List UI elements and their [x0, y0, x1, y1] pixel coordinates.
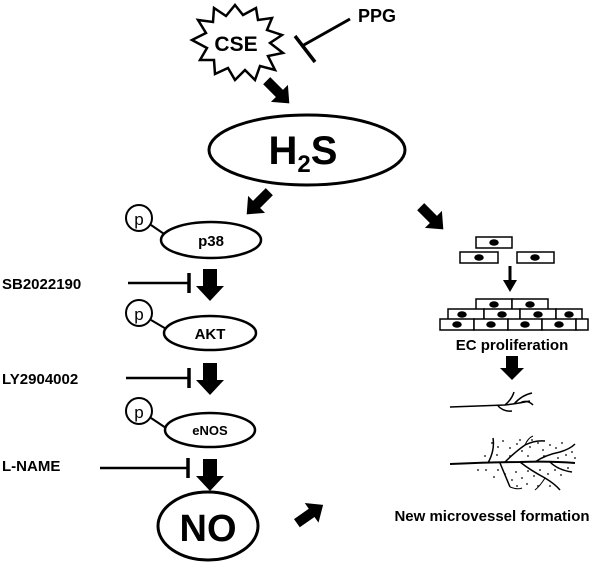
ppg-inhibition-line [301, 17, 351, 48]
enos-phospho-circle [125, 397, 153, 425]
p38-phospho-label: p [134, 210, 143, 229]
microvessel-stipple [477, 439, 576, 487]
p38-label: p38 [198, 233, 224, 250]
akt-ellipse [162, 314, 258, 352]
arrow-h2s-to-ec [417, 203, 444, 230]
ec-proliferation-label: EC proliferation [456, 337, 569, 354]
h2s-ellipse [207, 113, 407, 187]
h2s-label: H2S [269, 129, 338, 178]
sb-inhibitor-label: SB2022190 [2, 276, 81, 293]
proliferated-ec-cells [439, 298, 589, 331]
akt-phospho-label: p [134, 305, 143, 324]
arrow-ec-to-sprout [500, 356, 524, 380]
enos-phospho-label: p [134, 403, 143, 422]
scattered-ec-cells [459, 236, 555, 264]
enos-ellipse [163, 411, 257, 449]
enos-phospho-link [150, 417, 167, 429]
p38-phospho-circle [125, 204, 153, 232]
ppg-inhibition-bar [293, 34, 317, 64]
no-label: NO [180, 508, 237, 550]
ppg-label: PPG [358, 6, 396, 26]
vessel-sprout [449, 391, 534, 412]
arrow-akt-to-enos [196, 363, 224, 395]
arrow-no-to-vessel [294, 503, 324, 528]
enos-label: eNOS [192, 423, 228, 438]
ly-inhibitor-label: LY2904002 [2, 371, 78, 388]
p38-ellipse [159, 220, 263, 260]
starburst-shape [189, 3, 286, 83]
lname-inhibitor-label: L-NAME [2, 458, 60, 475]
akt-phospho-circle [125, 299, 153, 327]
arrow-cse-to-h2s [263, 77, 290, 104]
cse-starburst: CSE [189, 3, 286, 83]
cse-label: CSE [214, 33, 257, 56]
arrow-enos-to-no [196, 459, 224, 491]
arrow-h2s-to-p38 [246, 188, 273, 215]
arrow-cells-head [503, 280, 517, 292]
no-ellipse [156, 490, 260, 562]
microvessel-network [449, 435, 576, 491]
outcome-label: New microvessel formation [394, 508, 589, 525]
arrow-p38-to-akt [196, 269, 224, 301]
akt-label: AKT [195, 326, 226, 343]
